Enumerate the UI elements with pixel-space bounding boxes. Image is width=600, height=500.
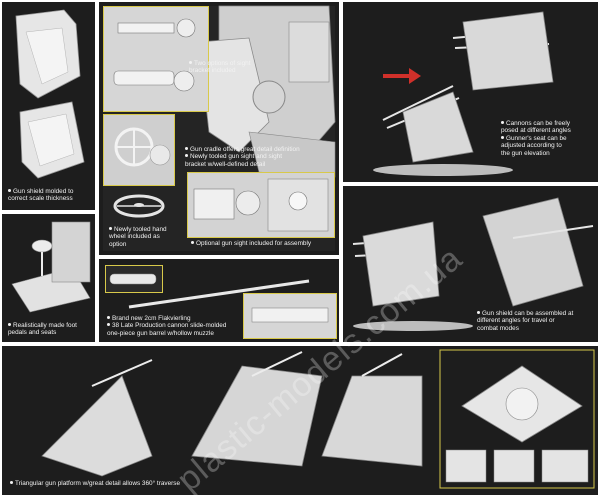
gun-shield-angles-illustration [352,197,594,331]
platform-illustration [41,349,595,489]
red-arrow-icon [383,68,421,84]
panel-gun-cradle: Two options of sight bracket included Gu… [99,2,339,255]
caption-optional-sight: Optional gun sight included for assembly [191,240,339,247]
caption-foot-pedals: Realistically made foot pedals and seats [8,322,77,337]
panel-cannons-posed: Cannons can be freely posed at different… [343,2,598,182]
optional-sight-illustration [188,173,334,237]
caption-sight-bracket: Two options of sight bracket included [189,60,251,75]
panel-gun-shield: Gun shield molded to correct scale thick… [2,2,95,210]
callout-breech [243,293,337,339]
caption-platform: Triangular gun platform w/great detail a… [10,480,310,487]
barrel-illustration [128,279,310,309]
callout-handwheel [103,114,175,186]
gun-shield-illustration [15,9,85,179]
caption-barrel: Brand new 2cm Flakvierling 38 Late Produ… [107,315,227,337]
panel-platform: Triangular gun platform w/great detail a… [2,346,598,495]
callout-optional-sight [187,172,335,238]
caption-cannons: Cannons can be freely posed at different… [501,120,571,157]
cannon-pose-illustration [373,11,554,176]
callout-muzzle [105,265,163,293]
sight-bracket-illustration [104,7,208,111]
caption-gun-shield-angles: Gun shield can be assembled at different… [477,310,574,332]
caption-handwheel: Newly tooled hand wheel included as opti… [109,226,167,248]
caption-gun-shield: Gun shield molded to correct scale thick… [8,188,74,203]
panel-barrel: Brand new 2cm Flakvierling 38 Late Produ… [99,259,339,342]
callout-sight-bracket [103,6,209,112]
panel-foot-pedals: Realistically made foot pedals and seats [2,214,95,342]
caption-gun-cradle: Gun cradle offers great detail definitio… [185,146,300,168]
muzzle-detail-illustration [109,273,157,285]
breech-detail-illustration [244,294,336,338]
foot-pedals-illustration [11,221,91,313]
handwheel-part-illustration [113,194,165,218]
panel-gun-shield-angles: Gun shield can be assembled at different… [343,186,598,342]
handwheel-detail-illustration [104,115,174,185]
